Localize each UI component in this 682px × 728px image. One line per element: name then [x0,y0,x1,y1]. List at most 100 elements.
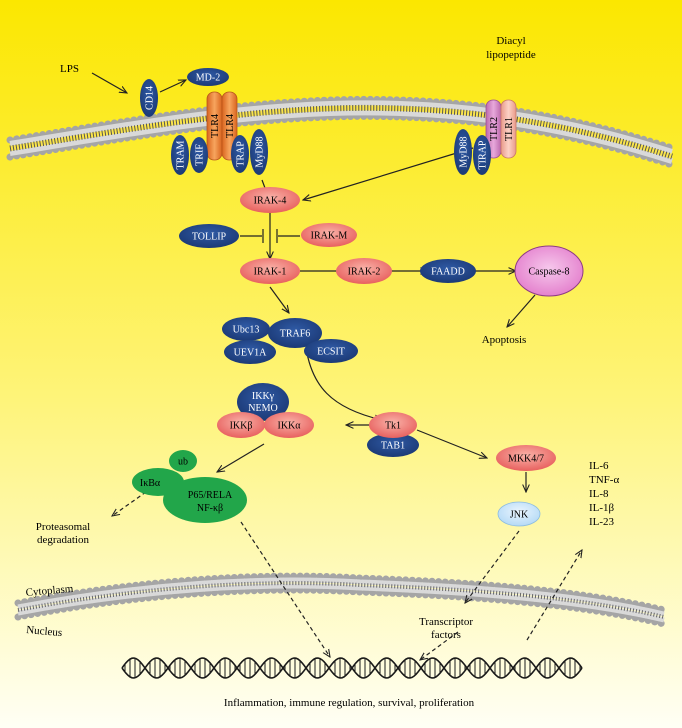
cd14-node [140,79,158,117]
trap-label: TRAP [236,141,247,167]
cytokine-4: IL-1β [589,502,615,514]
myd88b-node [454,129,472,175]
trif-label: TRIF [195,144,206,166]
cd14-label: CD14 [145,86,156,110]
ub-label: ub [178,457,188,468]
irak1-label: IRAK-1 [254,267,287,278]
tollip-node [179,224,239,248]
ikkb-label: IKKβ [230,421,253,432]
diacyl-label: Diacyl [496,35,525,47]
ecsit-label: ECSIT [317,347,345,358]
arrow-myd88b-irak4 [303,147,474,200]
nfkb-label: NF-κβ [197,503,223,514]
ecsit-node [304,339,358,363]
arrow-nfkb-dna [240,521,330,657]
faadd-node [420,259,476,283]
outcome-label: Inflammation, immune regulation, surviva… [224,697,475,709]
arrows [91,72,582,660]
tlr2-adapters: MyD88 TIRAP [454,129,491,175]
factors-label: factors [431,629,461,641]
tab1-node [367,433,419,457]
traf6-label: TRAF6 [280,329,311,340]
md2-node [187,68,229,86]
uev1a-node [224,340,276,364]
p65-label: P65/RELA [188,490,233,501]
arrow-caspase-apoptosis [507,294,536,327]
caspase8-node [514,245,584,297]
ikkb-node [217,412,265,438]
p65-nfkb-node [163,477,247,523]
tlr2-label: TLR2 [489,117,500,141]
arrow-ikk-ikba [217,443,265,472]
plasma-membrane [6,95,676,169]
ub-node [169,450,197,472]
nfkb-complex: ub IκBα P65/RELA NF-κβ [132,450,247,523]
uev1a-label: UEV1A [234,348,268,359]
md2-label: MD-2 [196,73,220,84]
arrow-tk1-mkk [416,429,487,458]
arrow-jnk-tf [465,530,520,603]
ubc13-label: Ubc13 [233,325,260,336]
irak2-label: IRAK-2 [348,267,381,278]
irak2-node [336,258,392,284]
lipopeptide-label: lipopeptide [486,49,536,61]
ikka-node [264,412,314,438]
cytokine-3: IL-8 [589,488,609,500]
apoptosis-label: Apoptosis [482,334,527,346]
ikkg-label: IKKγ [252,391,275,402]
tram-node [171,135,189,175]
myd88-label: MyD88 [255,136,266,167]
trap-node [231,135,249,173]
cytokine-1: IL-6 [589,460,609,472]
cytokine-5: IL-23 [589,516,615,528]
dna-helix [121,657,583,679]
ikka-label: IKKα [277,421,301,432]
nuclear-membrane [14,572,668,628]
traf6-complex: Ubc13 UEV1A TRAF6 ECSIT [222,317,358,364]
irak1-node [240,258,300,284]
irak4-node [240,187,300,213]
tab1-label: TAB1 [381,441,405,452]
ikba-label: IκBα [140,478,161,489]
tlr4-label-2: TLR4 [225,114,236,138]
tirap-label: TIRAP [478,140,489,169]
transcriptor-label: Transcriptor [419,616,473,628]
ikk-complex: IKKγ NEMO IKKβ IKKα [217,383,314,438]
tk1-label: Tk1 [385,421,401,432]
irakm-node [301,223,357,247]
arrow-dna-cytokines [526,550,582,641]
arrow-tf-dna [420,631,459,660]
trif-node [190,137,208,173]
ikkg-nemo-node [237,383,289,421]
tk1-node [369,412,417,438]
arrow-traf6-tk1 [305,347,382,420]
cytokine-list: IL-6 TNF-α IL-8 IL-1β IL-23 [589,460,619,528]
tlr4-adapters: TRAM TRIF TRAP MyD88 [171,129,268,175]
proteasomal-label: Proteasomal [36,521,90,533]
myd88-node [250,129,268,175]
caspase8-label: Caspase-8 [528,267,569,278]
tram-label: TRAM [176,140,187,169]
nucleus-label: Nucleus [26,624,63,639]
ubc13-node [222,317,270,341]
cytokine-2: TNF-α [589,474,619,486]
nemo-label: NEMO [248,403,277,414]
arrow-cd14-md2 [159,80,186,93]
tlr4-label-1: TLR4 [210,114,221,138]
tollip-label: TOLLIP [192,232,227,243]
jnk-node [497,501,541,527]
irakm-label: IRAK-M [311,231,348,242]
arrow-irak1-traf6 [269,286,289,313]
tlr1-label: TLR1 [504,117,515,141]
mkk47-node [496,445,556,471]
myd88b-label: MyD88 [459,136,470,167]
lps-label: LPS [60,63,79,75]
mkk47-label: MKK4/7 [508,454,544,465]
faadd-label: FAADD [431,267,465,278]
tirap-node [473,135,491,175]
jnk-label: JNK [510,510,529,521]
traf6-node [268,318,322,348]
tlr2-tlr1-dimer: TLR2 TLR1 [485,99,517,159]
